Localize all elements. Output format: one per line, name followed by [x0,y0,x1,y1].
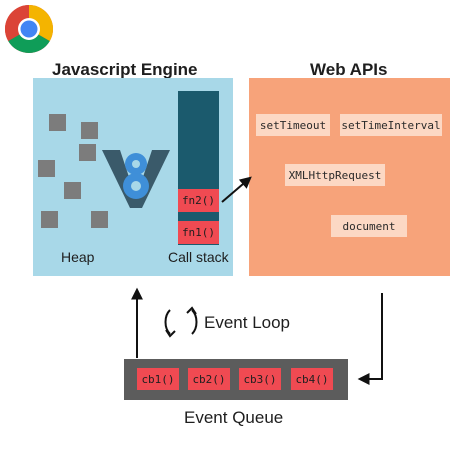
heap-object [91,211,108,228]
heap-object [49,114,66,131]
event-loop-cycle-icon [164,306,198,338]
chrome-logo-icon [4,4,54,54]
heap-object [79,144,96,161]
queue-callback: cb4() [291,368,333,390]
heap-object [38,160,55,177]
v8-logo-icon [102,150,170,208]
queue-callback: cb1() [137,368,179,390]
heap-object [81,122,98,139]
web-api-item: XMLHttpRequest [285,164,385,186]
event-loop-label: Event Loop [204,313,291,332]
webapi-to-queue-arrow [357,293,383,385]
web-apis-title: Web APIs [310,60,388,79]
queue-callback: cb3() [239,368,281,390]
heap-label: Heap [61,249,95,265]
heap-object [64,182,81,199]
queue-callback: cb2() [188,368,230,390]
web-api-item: document [331,215,407,237]
engine-title: Javascript Engine [52,60,198,79]
stack-to-webapi-arrow [221,176,252,203]
web-api-item: setTimeInterval [340,114,442,136]
call-stack-column [178,91,219,245]
stack-frame: fn2() [178,189,219,212]
call-stack-label: Call stack [168,249,229,265]
event-queue-title: Event Queue [184,408,284,427]
web-api-item: setTimeout [256,114,330,136]
stack-frame: fn1() [178,221,219,244]
heap-object [41,211,58,228]
